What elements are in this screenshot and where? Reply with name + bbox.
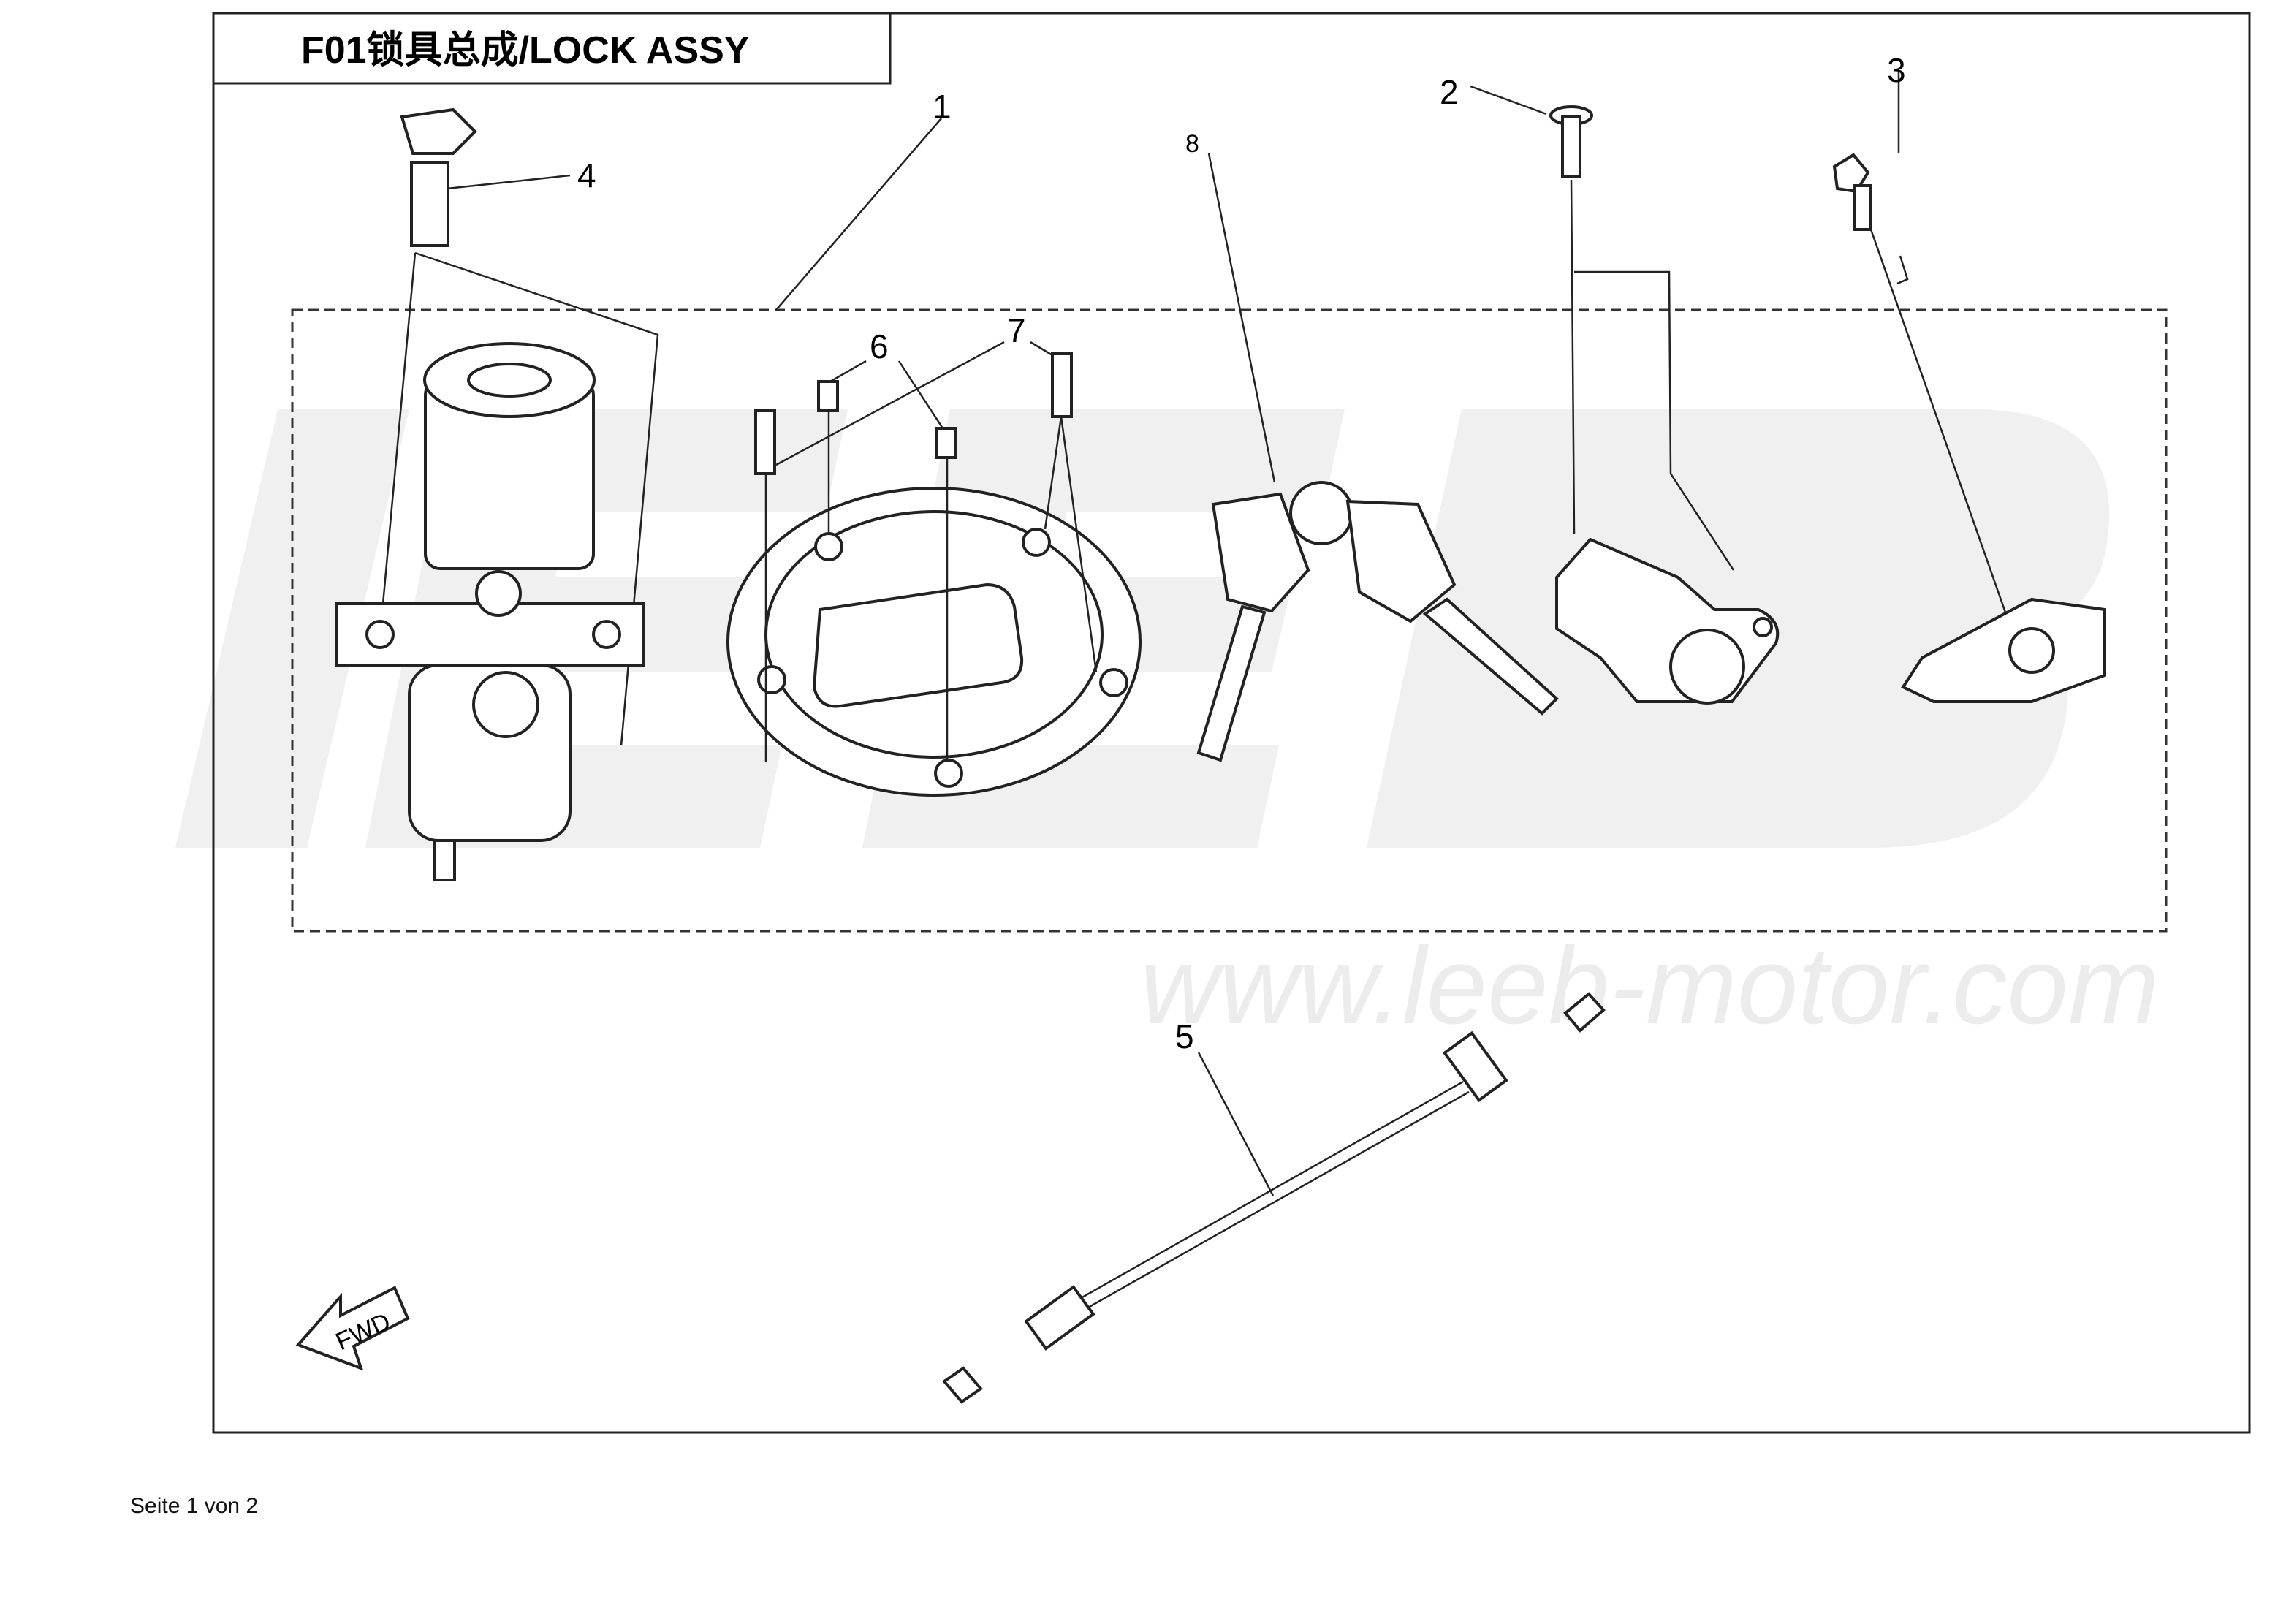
- watermark-url: www.leeb-motor.com: [1140, 924, 2160, 1047]
- part-fuel-cap: [726, 487, 1142, 797]
- callout-3: 3: [1887, 51, 1906, 89]
- ignition-switch: [335, 251, 659, 881]
- callout-8: 8: [1185, 130, 1199, 158]
- leader-7a: [775, 341, 1005, 466]
- callout-5: 5: [1175, 1017, 1194, 1055]
- callout-1: 1: [933, 88, 952, 126]
- callout-6: 6: [870, 327, 889, 365]
- diagram-frame: [212, 12, 2251, 1434]
- part-keys: [1196, 481, 1559, 762]
- assembly-outline: [291, 308, 2168, 933]
- leader-8: [1207, 153, 1276, 483]
- leader-1: [775, 118, 942, 311]
- leader-2: [1470, 85, 1547, 115]
- part-bolt-4: [400, 107, 477, 247]
- part-pin-2: [1549, 105, 1593, 178]
- callout-7: 7: [1007, 311, 1026, 349]
- leader-5: [1197, 1052, 1275, 1196]
- part-cable-5: [942, 992, 1606, 1404]
- leader-6b: [897, 360, 944, 429]
- leader-7b: [1030, 341, 1053, 357]
- page-footer: Seite 1 von 2: [130, 1494, 259, 1518]
- leader-4: [447, 174, 571, 190]
- callout-2: 2: [1440, 73, 1459, 111]
- part-bolt-3-bracket: [1832, 153, 2106, 703]
- part-screws-6-7: [754, 352, 1098, 762]
- leader-6a: [829, 360, 867, 383]
- diagram-title: F01锁具总成/LOCK ASSY: [301, 29, 750, 72]
- title-box: [213, 12, 892, 85]
- forward-direction-arrow: FWD: [295, 1286, 410, 1371]
- callout-4: 4: [577, 156, 596, 194]
- part-seat-lock: [1555, 179, 1780, 705]
